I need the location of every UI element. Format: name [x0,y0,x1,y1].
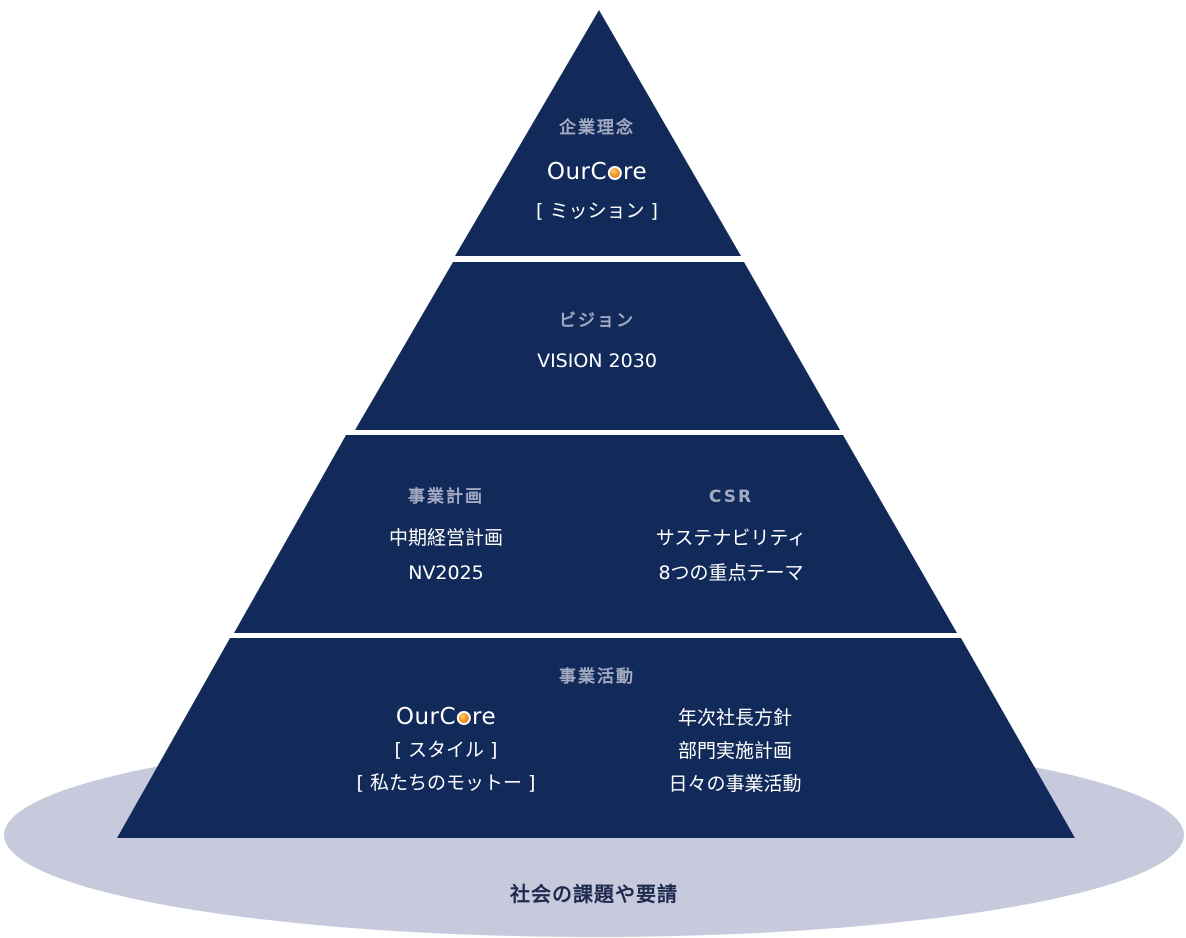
tier-3-right-line1: サステナビリティ [655,527,807,549]
tier-1-shape [455,10,741,256]
tier-3-right-line2: 8つの重点テーマ [658,562,804,584]
tier-2-shape [355,262,840,430]
tier-3-left-line2: NV2025 [408,562,484,584]
tier-3-left-line1: 中期経営計画 [388,527,504,549]
tier-1-heading: 企業理念 [559,118,635,138]
tier-3-left-heading: 事業計画 [408,487,484,507]
ourcore-o-mark-icon [457,711,472,725]
foundation-label: 社会の課題や要請 [510,882,678,906]
tier-4-shape [117,638,1075,838]
tier-4-right-line3: 日々の事業活動 [668,773,802,795]
ourcore-o-mark-icon [608,166,623,180]
tier-4-heading: 事業活動 [559,667,635,687]
tier-2-heading: ビジョン [559,311,635,331]
tier-4-left-line2: [ 私たちのモットー ] [356,772,536,794]
tier-3-right-heading: CSR [708,487,754,507]
tier-4-right-line1: 年次社長方針 [677,707,793,729]
tier-4-left-line1: [ スタイル ] [394,739,498,761]
tier-3-shape [234,435,957,633]
tier-4-right-line2: 部門実施計画 [677,740,793,762]
tier-2-vision: VISION 2030 [537,350,657,372]
tier-1-subtitle: [ ミッション ] [536,200,658,222]
